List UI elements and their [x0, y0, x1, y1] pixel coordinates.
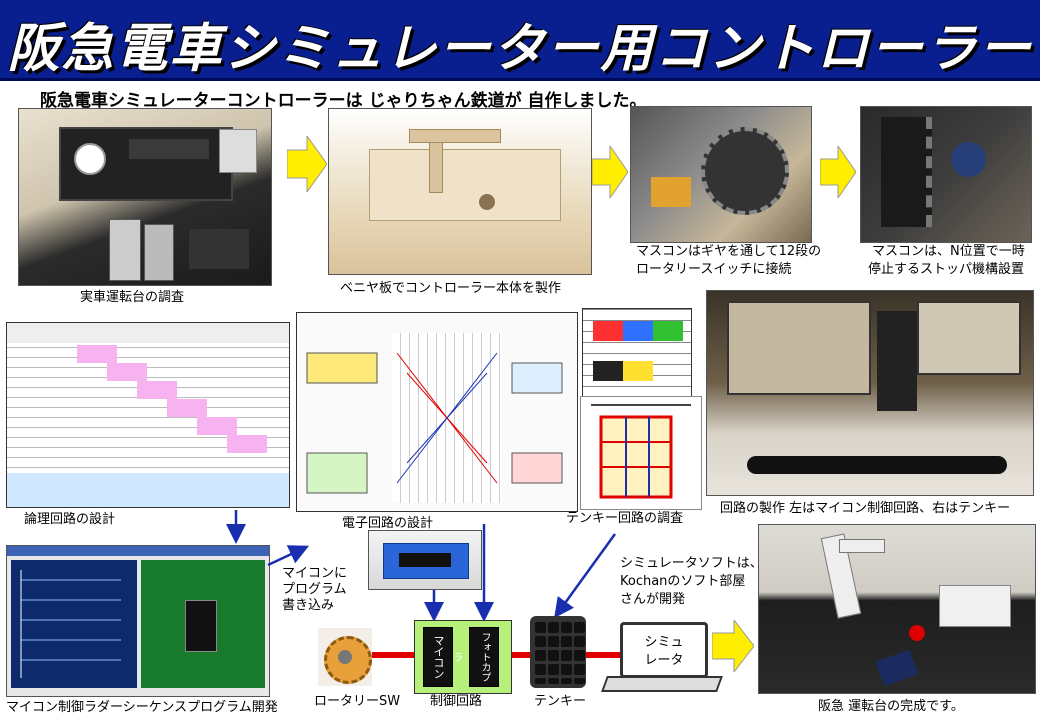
- subtitle: 阪急電車シミュレーターコントローラーは じゃりちゃん鉄道が 自作しました。: [40, 91, 647, 111]
- caption-software-1: シミュレータソフトは、: [620, 556, 763, 571]
- caption-mcu-write-3: 書き込み: [282, 598, 335, 613]
- caption-plywood-body: ベニヤ板でコントローラー本体を製作: [340, 281, 562, 296]
- caption-completed: 阪急 運転台の完成です。: [818, 699, 964, 714]
- photo-rotary-switch: [318, 628, 372, 686]
- logic-circuit-table: [6, 322, 290, 508]
- caption-mascon-gear-1: マスコンはギヤを通して12段の: [636, 244, 822, 259]
- photo-completed-cab: [758, 524, 1036, 694]
- caption-cab-survey: 実車運転台の調査: [80, 290, 185, 305]
- title-banner: [0, 0, 1040, 81]
- caption-ladder-dev: マイコン制御ラダーシーケンスプログラム開発: [6, 700, 278, 715]
- photocoupler-chip: フォトカプラ: [451, 627, 499, 687]
- photo-mascon-stopper: [860, 106, 1032, 243]
- caption-mascon-gear-2: ロータリースイッチに接続: [636, 262, 792, 277]
- photo-circuit-build: [706, 290, 1034, 496]
- control-circuit-block: マイコン フォトカプラ: [414, 620, 512, 694]
- photo-mascon-gear: [630, 106, 812, 243]
- arrow-right-icon: [287, 136, 327, 192]
- ladder-program-screenshot: [6, 545, 270, 697]
- arrow-right-icon: [820, 146, 856, 198]
- caption-control-circuit: 制御回路: [430, 694, 483, 709]
- tenkey-circuit-chart: [582, 308, 692, 398]
- photo-plywood-body: [328, 108, 592, 275]
- laptop-base: [601, 676, 723, 692]
- caption-software-2: Kochanのソフト部屋: [620, 574, 746, 589]
- arrow-right-icon: [712, 620, 754, 672]
- caption-software-3: さんが開発: [620, 592, 686, 607]
- photo-real-cab: [18, 108, 272, 286]
- caption-mascon-stop-2: 停止するストッパ機構設置: [868, 262, 1025, 277]
- caption-mcu-write-2: プログラム: [282, 582, 347, 597]
- tenkey-icon: [530, 616, 586, 688]
- caption-tenkey: テンキー: [534, 694, 587, 709]
- laptop-label-1: シミュ: [644, 635, 684, 650]
- caption-logic-design: 論理回路の設計: [24, 512, 116, 527]
- mcu-chip: マイコン: [423, 627, 453, 687]
- circuit-schematic: [296, 312, 578, 512]
- caption-rotary-sw: ロータリーSW: [314, 694, 401, 709]
- photo-pic-programmer: [368, 530, 482, 590]
- laptop-label-2: レータ: [644, 653, 684, 668]
- caption-tenkey-check: テンキー回路の調査: [566, 511, 684, 526]
- caption-circuit-design: 電子回路の設計: [342, 516, 434, 531]
- caption-mascon-stop-1: マスコンは、N位置で一時: [872, 244, 1025, 259]
- caption-mcu-write-1: マイコンに: [282, 566, 348, 581]
- tenkey-wiring-diagram: [580, 396, 702, 510]
- laptop-icon: シミュ レータ: [620, 622, 708, 678]
- arrow-right-icon: [592, 146, 628, 198]
- caption-circuit-build: 回路の製作 左はマイコン制御回路、右はテンキー: [720, 501, 1011, 516]
- page-title: 阪急電車シミュレーター用コントローラー: [7, 19, 1033, 79]
